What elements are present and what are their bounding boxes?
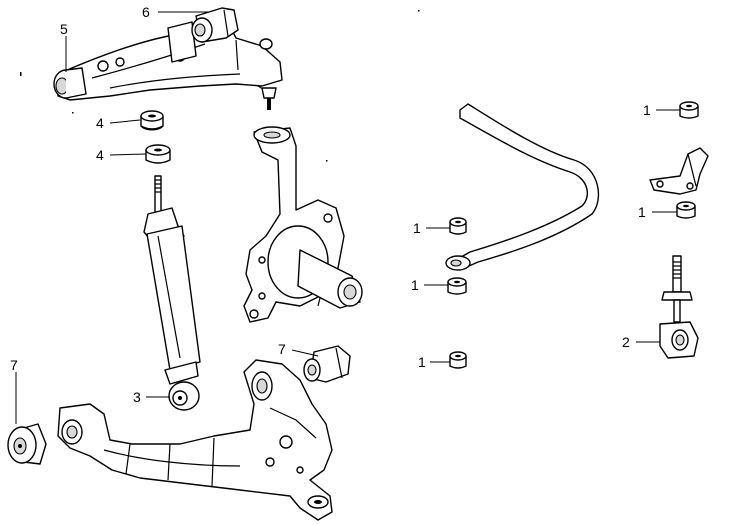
callout-7-left: 7 bbox=[10, 357, 18, 373]
stabilizer-bracket bbox=[649, 147, 709, 195]
callout-1-d: 1 bbox=[643, 102, 651, 118]
bushing-2 bbox=[659, 321, 699, 359]
callout-numbers: 5 6 4 4 3 7 7 1 1 1 1 1 2 bbox=[10, 4, 651, 405]
bushing-1-c bbox=[449, 351, 467, 369]
bushing-1-a bbox=[449, 217, 467, 235]
bump-stop-lower-4 bbox=[145, 144, 171, 164]
bushing-6 bbox=[191, 7, 239, 43]
bushing-7-right bbox=[303, 345, 351, 383]
stray-marks bbox=[20, 10, 420, 162]
callout-1-b: 1 bbox=[411, 277, 419, 293]
bump-stop-upper-4 bbox=[140, 110, 164, 131]
callout-3: 3 bbox=[133, 389, 141, 405]
leader-lines bbox=[15, 11, 680, 424]
callout-5: 5 bbox=[60, 21, 68, 37]
callout-7-right: 7 bbox=[278, 341, 286, 357]
callout-1-c: 1 bbox=[418, 354, 426, 370]
bushing-1-e bbox=[676, 201, 696, 219]
stabilizer-bar bbox=[445, 103, 600, 271]
callout-6: 6 bbox=[142, 4, 150, 20]
bushing-1-d bbox=[679, 101, 699, 119]
callout-1-e: 1 bbox=[638, 204, 646, 220]
callout-1-a: 1 bbox=[413, 220, 421, 236]
callout-4-lower: 4 bbox=[96, 147, 104, 163]
upper-control-arm bbox=[57, 21, 283, 110]
lower-control-arm bbox=[57, 359, 333, 521]
bushing-7-left bbox=[7, 423, 47, 465]
callout-4-upper: 4 bbox=[96, 115, 104, 131]
callout-2: 2 bbox=[622, 334, 630, 350]
steering-knuckle bbox=[243, 126, 363, 323]
stabilizer-link bbox=[661, 255, 693, 323]
bushing-1-b bbox=[447, 277, 467, 295]
shock-absorber bbox=[143, 175, 201, 411]
bushing-5 bbox=[53, 67, 87, 99]
